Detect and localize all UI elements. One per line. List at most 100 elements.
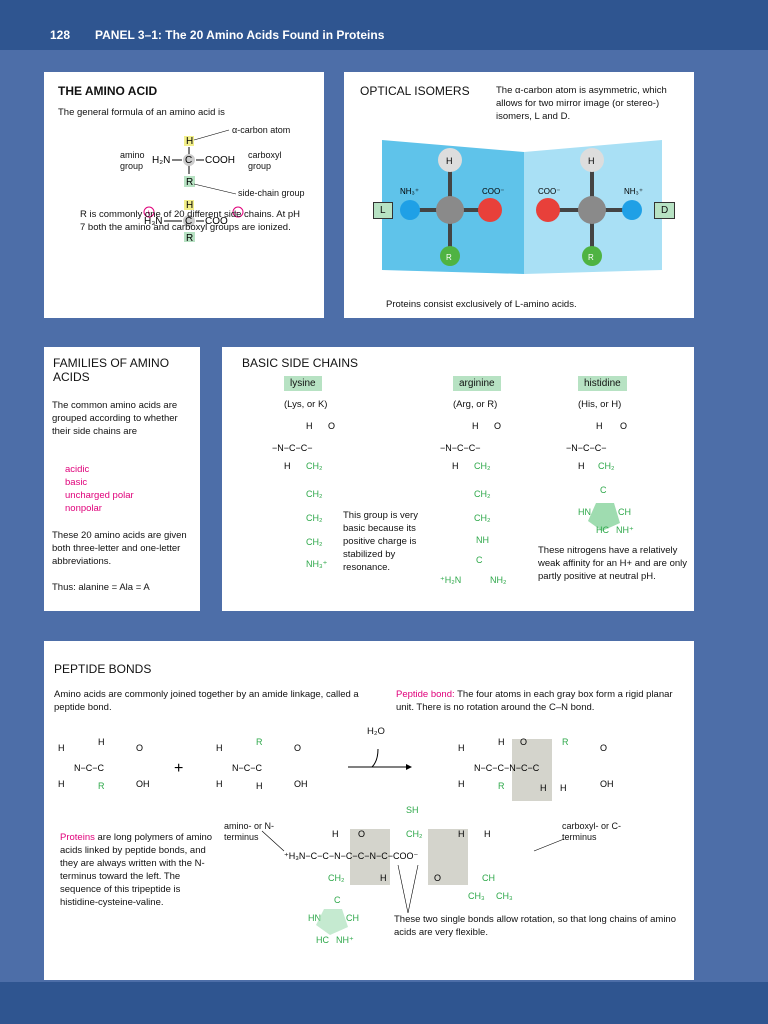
svg-text:H: H <box>578 461 585 471</box>
peptide-bond-text: The four atoms in each gray box form a r… <box>396 689 673 713</box>
peptide-intro: Amino acids are commonly joined together… <box>54 689 359 713</box>
svg-text:H: H <box>186 200 193 211</box>
carboxyl-group-label: carboxyl group <box>248 150 282 171</box>
proteins-description: Proteins are long polymers of amino acid… <box>60 831 220 909</box>
svg-text:R: R <box>256 737 263 747</box>
svg-text:N−C−C: N−C−C <box>232 763 263 773</box>
svg-text:HC: HC <box>596 525 609 535</box>
svg-text:OH: OH <box>600 779 614 789</box>
svg-text:O: O <box>358 829 365 839</box>
family-list: acidic basic uncharged polar nonpolar <box>65 463 134 515</box>
svg-text:H: H <box>540 783 547 793</box>
svg-text:NH₃⁺: NH₃⁺ <box>400 187 419 196</box>
svg-text:CH₂: CH₂ <box>306 489 323 499</box>
family-basic: basic <box>65 477 88 488</box>
amino-group-label: amino group <box>120 150 145 171</box>
svg-text:COO: COO <box>205 216 228 227</box>
svg-text:CH: CH <box>618 507 631 517</box>
svg-text:O: O <box>328 421 335 431</box>
svg-text:⁺H₃N−C−C−N−C−C−N−C−COO⁻: ⁺H₃N−C−C−N−C−C−N−C−COO⁻ <box>284 851 418 861</box>
peptide-bonds-heading: PEPTIDE BONDS <box>54 662 152 676</box>
svg-text:H: H <box>452 461 459 471</box>
svg-text:C: C <box>476 555 483 565</box>
svg-text:H: H <box>588 156 595 166</box>
peptide-bond-definition: Peptide bond: The four atoms in each gra… <box>396 688 688 714</box>
svg-text:COO⁻: COO⁻ <box>482 187 504 196</box>
svg-text:−N−C−C−: −N−C−C− <box>440 443 481 453</box>
svg-text:OH: OH <box>136 779 150 789</box>
rotation-note: These two single bonds allow rotation, s… <box>394 914 676 938</box>
svg-text:R: R <box>562 737 569 747</box>
peptide-bonds-box: PEPTIDE BONDS Amino acids are commonly j… <box>44 641 694 980</box>
svg-text:H: H <box>458 829 465 839</box>
svg-text:CH₂: CH₂ <box>474 489 491 499</box>
svg-text:NH₃⁺: NH₃⁺ <box>624 187 643 196</box>
svg-text:H: H <box>498 737 505 747</box>
arginine-tag: arginine <box>453 376 501 391</box>
families-box: FAMILIES OF AMINO ACIDS The common amino… <box>44 347 200 611</box>
page-number: 128 <box>50 28 71 42</box>
general-formula-diagram: H C H₂N COOH R H₃N C COO H R + − <box>143 129 244 242</box>
arginine-abbr: (Arg, or R) <box>453 399 498 410</box>
families-intro: The common amino acids are grouped accor… <box>52 400 178 437</box>
svg-text:R: R <box>588 253 594 262</box>
svg-text:H: H <box>380 873 387 883</box>
svg-text:C: C <box>600 485 607 495</box>
water-label: H₂O <box>367 726 385 737</box>
d-label: D <box>654 202 676 219</box>
svg-text:O: O <box>136 743 143 753</box>
panel-header: 128 PANEL 3–1: The 20 Amino Acids Found … <box>0 0 768 50</box>
svg-text:⁺H₂N: ⁺H₂N <box>440 575 461 585</box>
svg-text:H: H <box>216 743 223 753</box>
svg-text:H: H <box>98 737 105 747</box>
svg-text:H: H <box>256 781 263 791</box>
peptide-bond-term: Peptide bond: <box>396 689 455 700</box>
svg-text:R: R <box>186 177 193 188</box>
svg-text:H: H <box>216 779 223 789</box>
svg-text:H: H <box>284 461 291 471</box>
histidine-tag: histidine <box>578 376 627 391</box>
svg-text:H: H <box>560 783 567 793</box>
l-label: L <box>373 202 393 219</box>
svg-text:O: O <box>620 421 627 431</box>
svg-text:CH₃: CH₃ <box>496 891 513 901</box>
basic-side-chains-heading: BASIC SIDE CHAINS <box>242 356 359 370</box>
family-acidic: acidic <box>65 464 90 475</box>
histidine-note: These nitrogens have a relatively weak a… <box>538 545 688 582</box>
svg-text:−N−C−C−: −N−C−C− <box>272 443 313 453</box>
svg-text:NH₂: NH₂ <box>490 575 507 585</box>
svg-text:−N−C−C−: −N−C−C− <box>566 443 607 453</box>
plus-sign: + <box>174 760 183 777</box>
amino-acid-heading: THE AMINO ACID <box>58 84 158 98</box>
svg-text:O: O <box>294 743 301 753</box>
svg-text:CH: CH <box>482 873 495 883</box>
families-abbrev-text: These 20 amino acids are given both thre… <box>52 530 187 567</box>
amino-acid-box: THE AMINO ACID The general formula of an… <box>44 72 324 318</box>
svg-text:H: H <box>446 156 453 166</box>
family-uncharged-polar: uncharged polar <box>65 490 134 501</box>
svg-text:C: C <box>185 155 192 166</box>
svg-text:HC: HC <box>316 935 329 945</box>
families-example: Thus: alanine = Ala = A <box>52 582 150 593</box>
isomer-diagram: H R NH₃⁺COO⁻ H R COO⁻NH₃⁺ <box>382 140 662 274</box>
svg-text:H: H <box>458 743 465 753</box>
svg-text:O: O <box>434 873 441 883</box>
svg-text:CH₂: CH₂ <box>474 461 491 471</box>
proteins-term: Proteins <box>60 832 95 843</box>
svg-text:H: H <box>332 829 339 839</box>
svg-text:CH₂: CH₂ <box>598 461 615 471</box>
svg-text:HN: HN <box>308 913 321 923</box>
svg-text:H: H <box>58 779 65 789</box>
svg-text:N−C−C: N−C−C <box>74 763 105 773</box>
svg-text:C: C <box>334 895 341 905</box>
lysine-tag: lysine <box>284 376 322 391</box>
amino-acid-intro: The general formula of an amino acid is <box>58 107 225 118</box>
svg-text:H: H <box>472 421 479 431</box>
